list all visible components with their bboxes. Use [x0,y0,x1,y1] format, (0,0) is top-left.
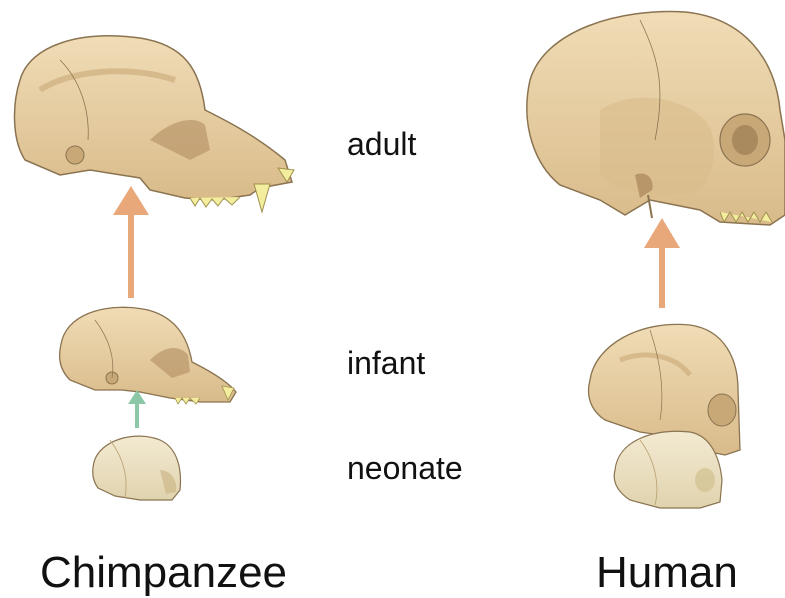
chimpanzee-infant-skull [60,307,236,404]
species-label-human: Human [596,551,738,595]
chimpanzee-adult-skull [15,36,294,212]
chimpanzee-growth-arrow [113,186,149,298]
species-label-chimpanzee: Chimpanzee [40,551,287,595]
human-neonate-skull [614,431,722,508]
stage-label-neonate: neonate [347,452,463,484]
chimpanzee-early-growth-arrow [128,390,146,428]
human-adult-skull [527,12,785,225]
chimpanzee-neonate-skull [93,436,181,500]
stage-label-infant: infant [347,347,425,379]
stage-label-adult: adult [347,128,416,160]
human-growth-arrow [644,218,680,308]
